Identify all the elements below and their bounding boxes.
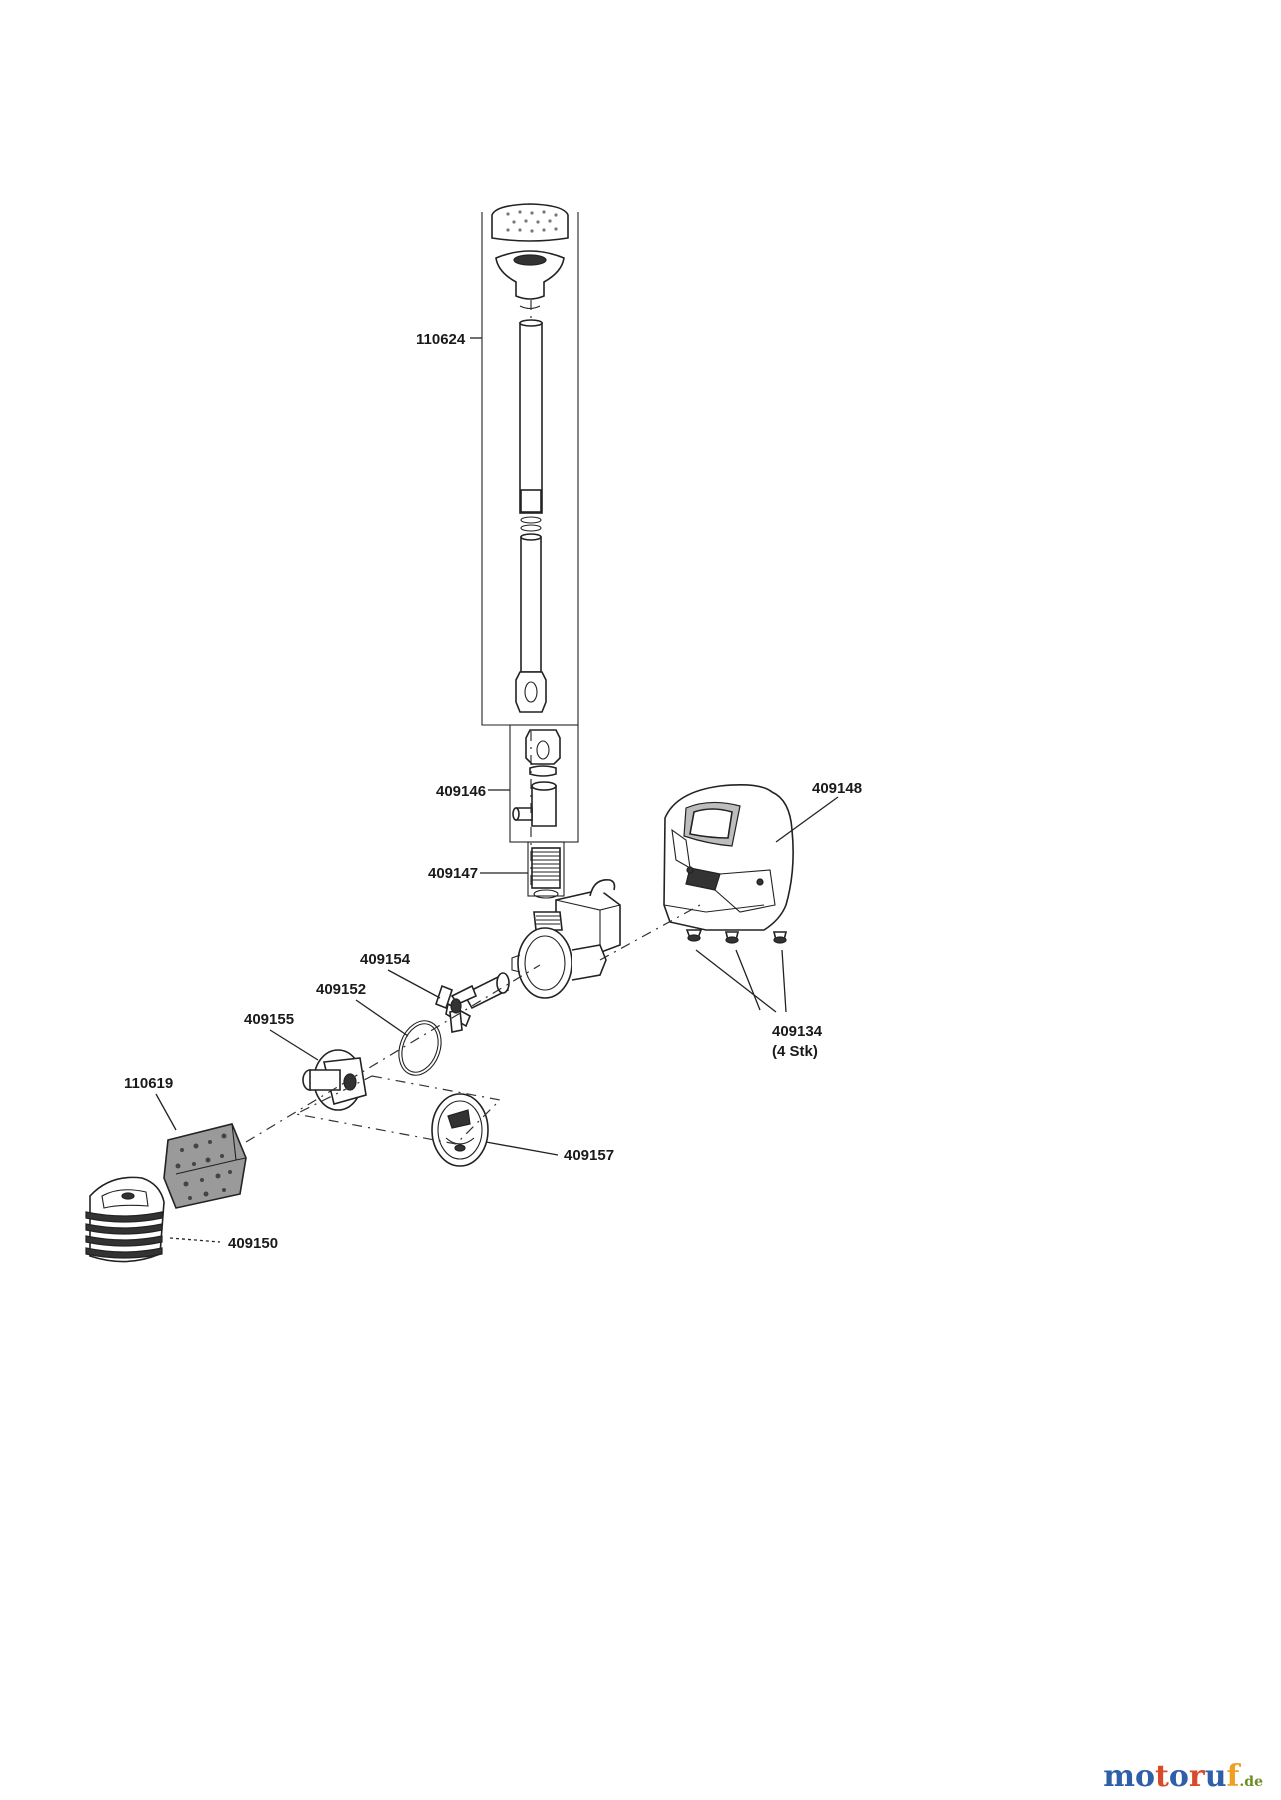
watermark-letter: o (1135, 1759, 1156, 1794)
strainer-insert (527, 841, 565, 899)
watermark-letter: f (1226, 1759, 1240, 1794)
label-409146: 409146 (436, 783, 486, 800)
label-409152: 409152 (316, 981, 366, 998)
label-110619: 110619 (124, 1075, 173, 1092)
impeller (435, 972, 510, 1033)
filter-sponge (163, 1123, 247, 1209)
tube-coupling (515, 671, 547, 713)
filter-head (491, 203, 569, 242)
suction-feet (685, 929, 788, 944)
watermark-domain-suffix: .de (1239, 1774, 1263, 1790)
watermark-letter: t (1155, 1759, 1169, 1794)
label-409150: 409150 (228, 1235, 278, 1252)
outlet-cover (431, 1093, 489, 1167)
assembly-centerlines (245, 300, 701, 1145)
power-cable (589, 879, 616, 897)
upper-tube (519, 322, 543, 514)
label-409154: 409154 (360, 951, 411, 968)
pump-housing (663, 784, 794, 931)
label-409134: 409134 (772, 1023, 823, 1040)
label-409157: 409157 (564, 1147, 614, 1164)
watermark-letter: o (1168, 1759, 1189, 1794)
o-ring (398, 1020, 442, 1076)
label-409155: 409155 (244, 1011, 294, 1028)
label-409148: 409148 (812, 780, 862, 797)
leader-lines (155, 337, 839, 1243)
label-110624: 110624 (416, 331, 466, 348)
watermark-letter: r (1188, 1759, 1205, 1794)
riser-tube-assembly (481, 203, 579, 726)
watermark-wordmark: motoruf (1103, 1759, 1239, 1794)
intake-ring (517, 927, 573, 999)
watermark-letter: u (1204, 1759, 1227, 1794)
valve-assembly (509, 724, 579, 843)
label-409147: 409147 (428, 865, 478, 882)
pump-motor (511, 879, 621, 999)
funnel-connector (495, 250, 565, 300)
label-409134-quantity: (4 Stk) (772, 1043, 818, 1060)
pre-filter-cage (85, 1176, 165, 1263)
part-labels: 110624 409146 409147 409148 409154 40915… (124, 331, 862, 1252)
watermark-letter: m (1103, 1759, 1135, 1794)
lower-tube (520, 536, 542, 673)
motoruf-watermark-logo: motoruf.de (1103, 1759, 1263, 1794)
intake-cover (302, 1049, 367, 1111)
